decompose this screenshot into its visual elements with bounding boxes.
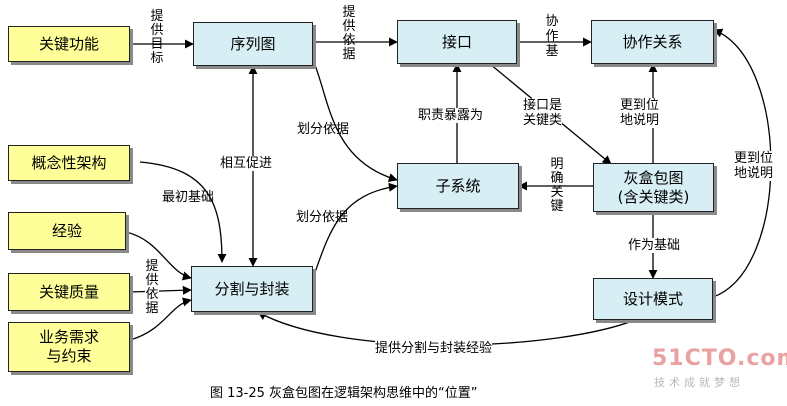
arrow-partition-subsystem xyxy=(312,182,398,279)
label-partition-basis-1: 划分依据 xyxy=(297,122,350,137)
label-provide-basis-top: 提供依据 xyxy=(342,5,356,62)
box-business-requirements: 业务需求 与约束 xyxy=(8,322,130,372)
box-subsystem-label: 子系统 xyxy=(435,176,481,195)
box-sequence-diagram-label: 序列图 xyxy=(230,34,276,53)
arrow-keyquality-partition xyxy=(129,285,192,295)
box-interface: 接口 xyxy=(397,20,517,64)
box-business-requirements-label: 业务需求 与约束 xyxy=(38,328,99,365)
box-design-pattern-label: 设计模式 xyxy=(622,289,683,308)
box-experience-label: 经验 xyxy=(51,221,82,240)
arrow-business-partition xyxy=(129,297,192,341)
box-conceptual-architecture: 概念性架构 xyxy=(8,145,130,181)
box-partition-encapsulate: 分割与封装 xyxy=(191,266,313,312)
label-interface-key-class: 接口是 关键类 xyxy=(523,98,563,128)
watermark-tagline: 技术成就梦想 xyxy=(654,376,744,389)
label-better-explain-2: 更到位 地说明 xyxy=(734,151,774,181)
label-provide-goal: 提供目标 xyxy=(150,9,164,66)
box-key-function-label: 关键功能 xyxy=(38,34,99,53)
label-better-explain-1: 更到位 地说明 xyxy=(620,98,660,128)
label-initial-basis: 最初基础 xyxy=(162,190,215,205)
label-partition-basis-2: 划分依据 xyxy=(296,210,349,225)
box-design-pattern: 设计模式 xyxy=(593,278,713,320)
box-interface-label: 接口 xyxy=(441,32,472,51)
box-graybox-package: 灰盒包图 (含关键类) xyxy=(593,163,714,212)
box-subsystem: 子系统 xyxy=(397,163,519,209)
figure-caption: 图 13-25 灰盒包图在逻辑架构思维中的“位置” xyxy=(210,386,478,401)
box-key-quality: 关键质量 xyxy=(8,273,130,311)
arrow-conceptual-partition xyxy=(139,161,227,263)
label-mutual-promote: 相互促进 xyxy=(220,156,273,171)
box-partition-encapsulate-label: 分割与封装 xyxy=(214,279,290,298)
box-collaboration-label: 协作关系 xyxy=(622,32,683,51)
box-collaboration: 协作关系 xyxy=(591,20,714,64)
box-graybox-package-label: 灰盒包图 (含关键类) xyxy=(617,168,690,206)
label-as-basis: 作为基础 xyxy=(628,238,681,253)
label-provide-experience: 提供分割与封装经验 xyxy=(375,341,493,356)
box-key-quality-label: 关键质量 xyxy=(38,282,99,301)
label-provide-basis-left: 提供依据 xyxy=(145,259,159,316)
box-sequence-diagram: 序列图 xyxy=(193,22,313,66)
label-clarify-key: 明确关键 xyxy=(550,157,564,214)
box-key-function: 关键功能 xyxy=(8,26,130,62)
box-experience: 经验 xyxy=(8,212,126,250)
watermark-logo: 51CTO.com xyxy=(652,346,787,371)
arrow-sequence-subsystem xyxy=(312,59,398,183)
label-responsibility-exposed: 职责暴露为 xyxy=(418,108,484,123)
label-collab-basis: 协作基 xyxy=(545,14,559,59)
arrow-experience-partition xyxy=(125,231,192,281)
box-conceptual-architecture-label: 概念性架构 xyxy=(31,153,107,172)
